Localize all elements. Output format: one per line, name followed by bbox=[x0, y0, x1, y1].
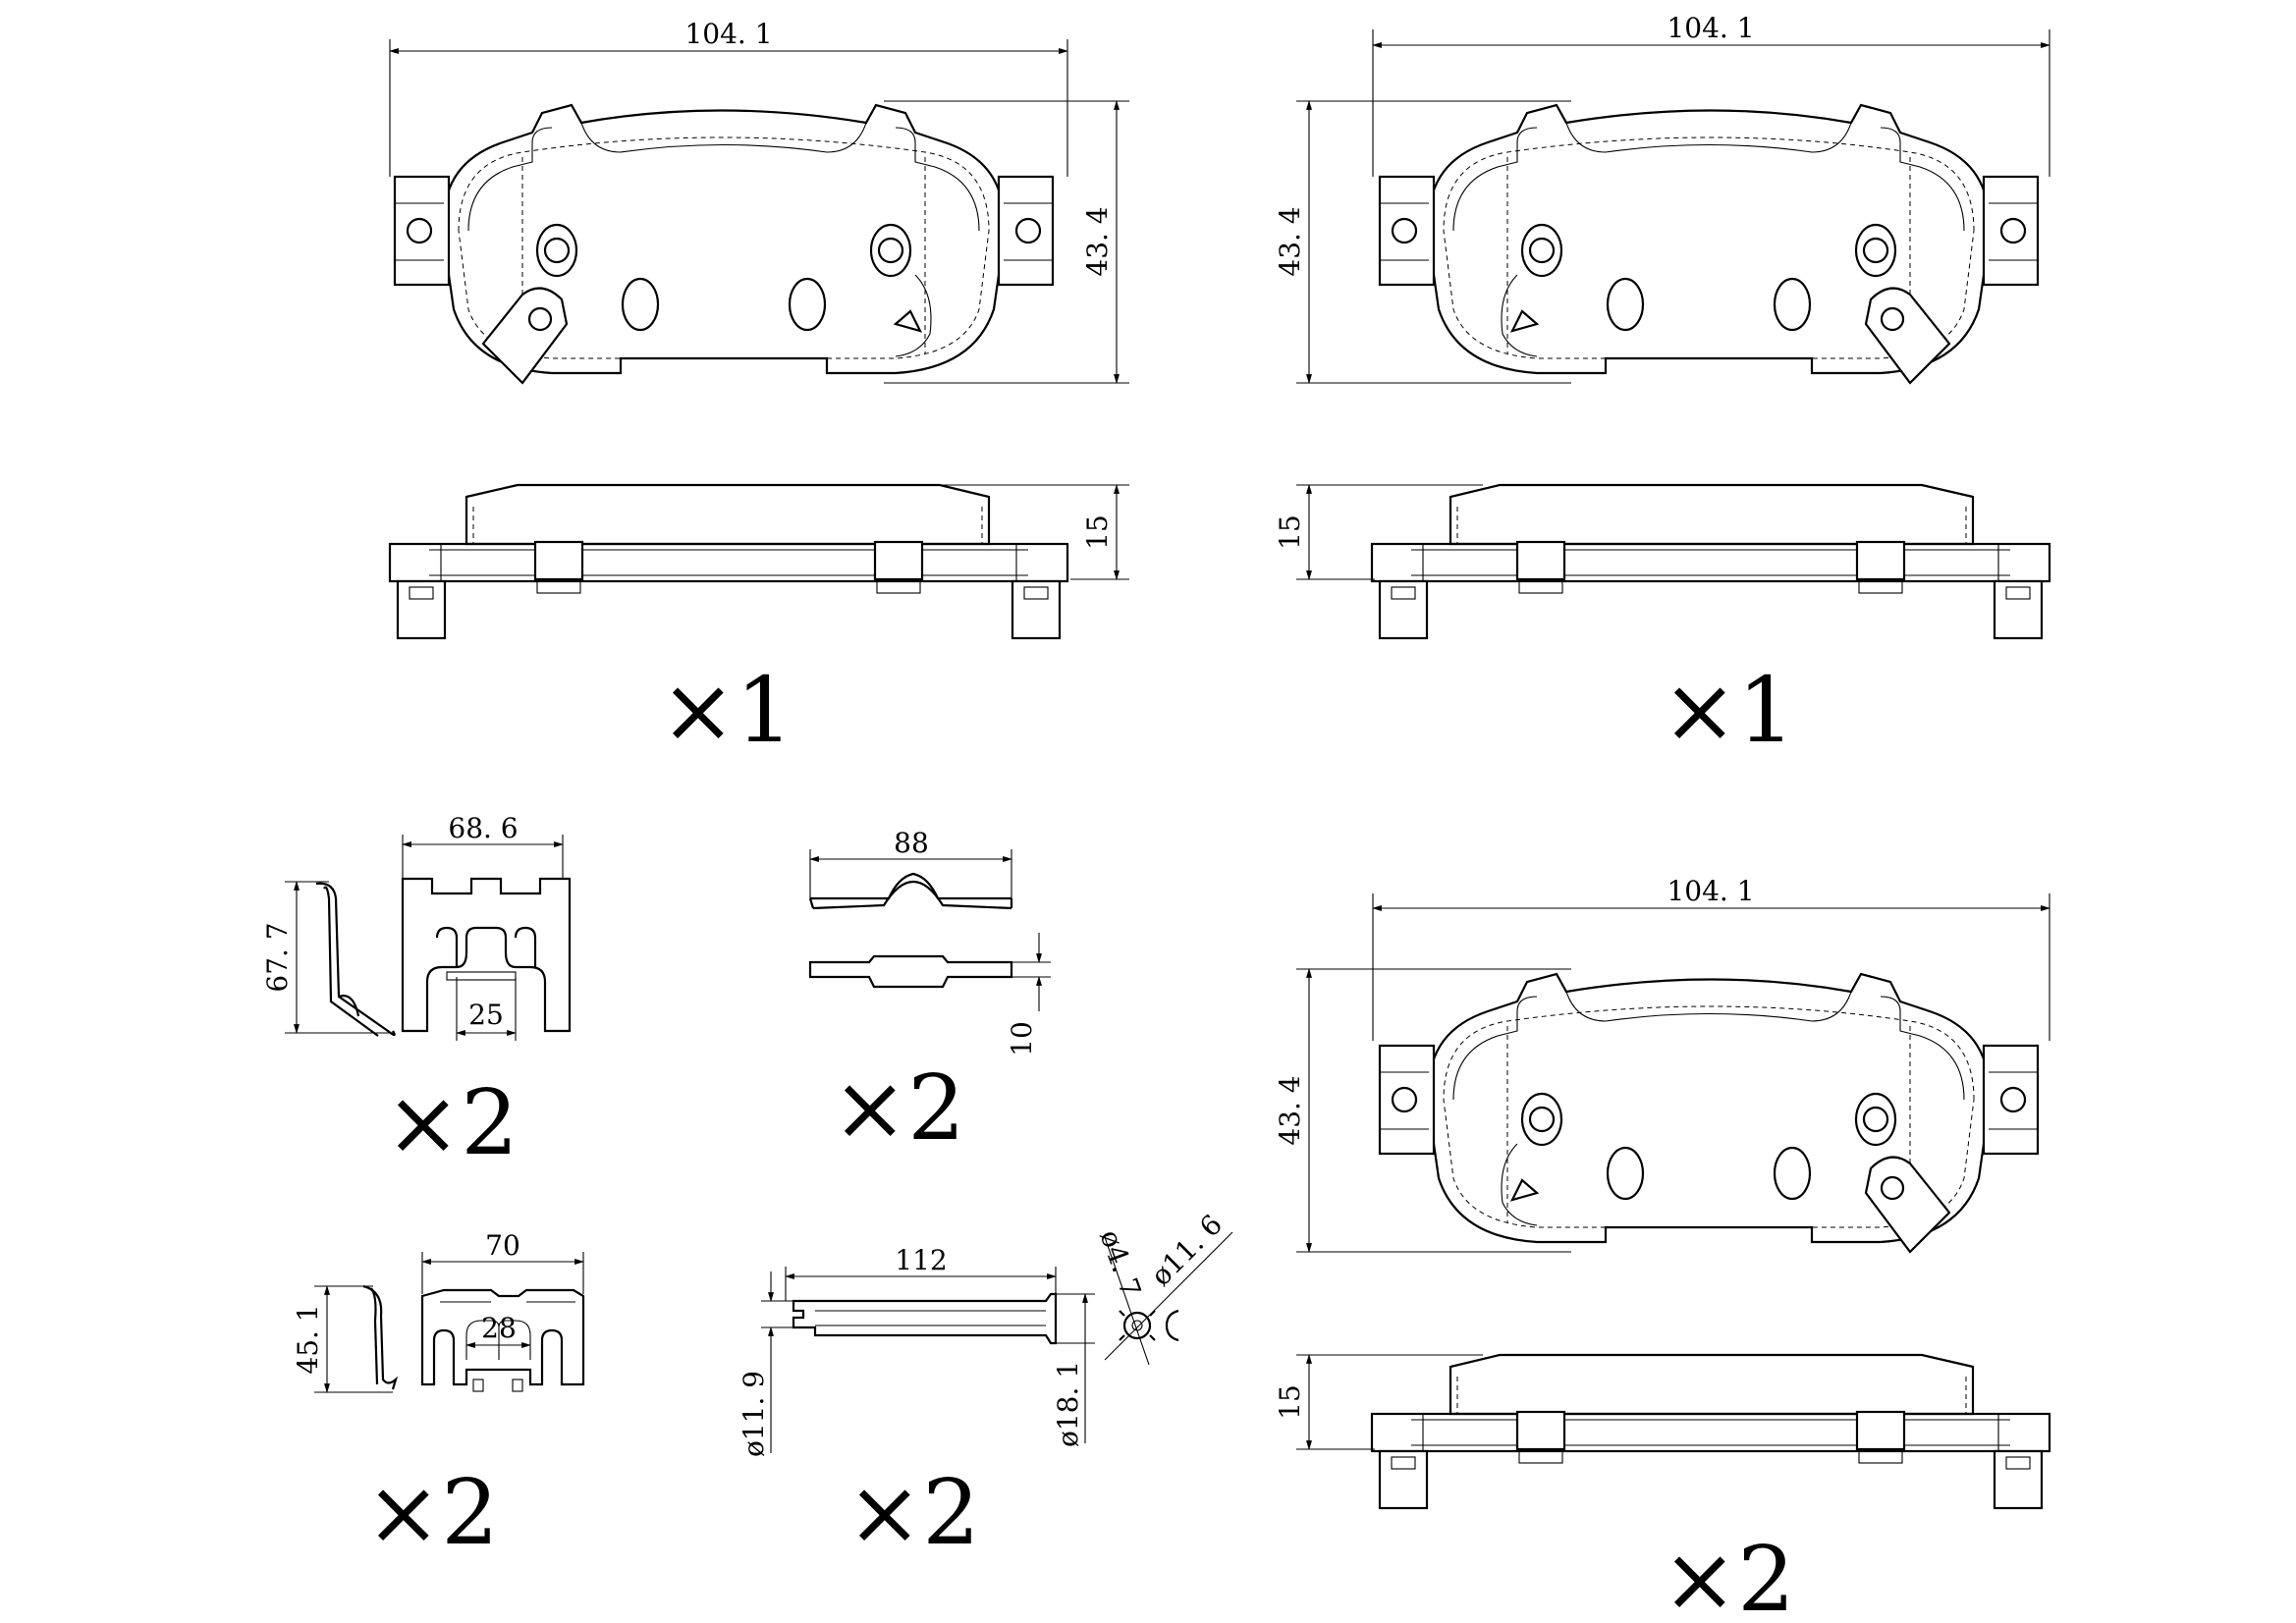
pad2-width-dimension: 104. 1 bbox=[1372, 12, 2050, 177]
pin-large-diameter-label: ø18. 1 bbox=[1052, 1361, 1084, 1447]
pin-quantity: ×2 bbox=[847, 1460, 980, 1565]
spring-width-dimension: 88 bbox=[809, 827, 1012, 898]
pad3-thickness-label: 15 bbox=[1274, 1384, 1306, 1420]
pad2-front-view bbox=[1378, 103, 2040, 385]
pad2-thickness-dimension: 15 bbox=[1274, 484, 1483, 580]
pin-small-diameter-dimension: ø11. 9 bbox=[738, 1271, 793, 1457]
clip2-width-dimension: 70 bbox=[421, 1229, 584, 1294]
spring-top-view bbox=[808, 872, 1013, 910]
clip2-side-view bbox=[362, 1284, 399, 1390]
pin-diameter-b-label: ø11. 6 bbox=[1144, 1208, 1229, 1292]
clip2-quantity: ×2 bbox=[365, 1460, 499, 1565]
pin-diameter-a-label: ø4. 7 bbox=[1093, 1225, 1147, 1301]
pin-end-view: ø4. 7 ø11. 6 bbox=[1093, 1208, 1233, 1366]
pad3-side-view bbox=[1370, 1353, 2051, 1510]
pad1-side-view bbox=[388, 483, 1069, 640]
pad1-thickness-dimension: 15 bbox=[943, 484, 1129, 580]
pad3-thickness-dimension: 15 bbox=[1274, 1354, 1483, 1450]
clip1-front-view bbox=[401, 877, 572, 1033]
pad2-width-label: 104. 1 bbox=[1667, 12, 1754, 44]
pad3-width-label: 104. 1 bbox=[1667, 875, 1754, 907]
clip1-height-label: 67. 7 bbox=[261, 922, 294, 992]
clip1-height-dimension: 67. 7 bbox=[261, 881, 393, 1034]
pad3-height-label: 43. 4 bbox=[1274, 1075, 1306, 1145]
clip1-inner-label: 25 bbox=[468, 999, 504, 1031]
pin-side-view bbox=[792, 1292, 1058, 1345]
pad2-height-dimension: 43. 4 bbox=[1274, 100, 1571, 384]
spring-thickness-label: 10 bbox=[1006, 1021, 1038, 1056]
pad1-quantity: ×1 bbox=[660, 658, 793, 763]
clip2-height-dimension: 45. 1 bbox=[292, 1285, 393, 1393]
pin-length-label: 112 bbox=[895, 1244, 947, 1276]
clip2-height-label: 45. 1 bbox=[292, 1304, 324, 1374]
spring-side-view bbox=[808, 954, 1013, 989]
clip2-inner-dimension: 28 bbox=[465, 1312, 531, 1348]
spring-width-label: 88 bbox=[894, 827, 929, 859]
clip1-width-label: 68. 6 bbox=[448, 812, 518, 844]
pad3-quantity: ×2 bbox=[1662, 1527, 1795, 1623]
pad1-width-dimension: 104. 1 bbox=[389, 18, 1068, 177]
clip2-width-label: 70 bbox=[485, 1229, 520, 1262]
clip1-quantity: ×2 bbox=[385, 1070, 519, 1175]
pad1-height-label: 43. 4 bbox=[1081, 206, 1114, 276]
pad1-front-view bbox=[393, 103, 1055, 385]
pad2-height-label: 43. 4 bbox=[1274, 206, 1306, 276]
clip1-side-view bbox=[315, 882, 396, 1037]
clip1-inner-dimension: 25 bbox=[456, 977, 517, 1041]
pad3-height-dimension: 43. 4 bbox=[1274, 968, 1571, 1253]
pad1-width-label: 104. 1 bbox=[684, 18, 772, 50]
pad2-quantity: ×1 bbox=[1662, 658, 1795, 763]
clip2-front-view bbox=[420, 1288, 585, 1392]
pad2-side-view bbox=[1370, 483, 2051, 640]
pad3-width-dimension: 104. 1 bbox=[1372, 875, 2050, 1041]
pad1-height-dimension: 43. 4 bbox=[884, 100, 1129, 384]
clip2-inner-label: 28 bbox=[481, 1312, 517, 1344]
pad1-thickness-label: 15 bbox=[1081, 514, 1114, 550]
pin-large-diameter-dimension: ø18. 1 bbox=[1052, 1293, 1095, 1447]
clip1-width-dimension: 68. 6 bbox=[402, 812, 564, 879]
pin-length-dimension: 112 bbox=[785, 1244, 1057, 1301]
spring-quantity: ×2 bbox=[832, 1055, 965, 1161]
pad3-front-view bbox=[1378, 972, 2040, 1254]
pin-small-diameter-label: ø11. 9 bbox=[738, 1371, 770, 1457]
pad2-thickness-label: 15 bbox=[1274, 514, 1306, 550]
spring-thickness-dimension: 10 bbox=[1006, 933, 1051, 1056]
